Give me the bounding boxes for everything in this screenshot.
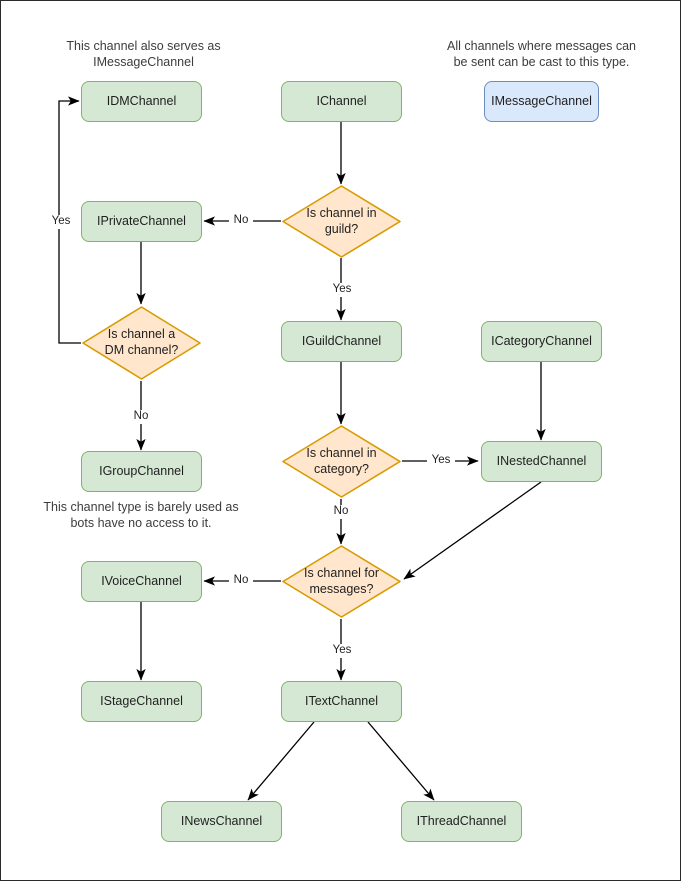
decision-is-channel-in-category[interactable]: Is channel in category?	[281, 424, 402, 499]
decision-label: Is channel in category?	[281, 424, 402, 499]
decision-line-1: Is channel for	[303, 565, 380, 580]
node-inews-channel[interactable]: INewsChannel	[161, 801, 282, 842]
diamond-shape	[82, 306, 201, 380]
node-iguild-channel[interactable]: IGuildChannel	[281, 321, 402, 362]
node-ivoice-channel[interactable]: IVoiceChannel	[81, 561, 202, 602]
edge-label-guild-no: No	[229, 214, 253, 228]
decision-line-1: Is channel in	[306, 445, 377, 460]
diamond-shape	[282, 545, 401, 618]
node-istage-channel[interactable]: IStageChannel	[81, 681, 202, 722]
edge-label-category-yes: Yes	[427, 454, 455, 468]
decision-is-channel-in-guild[interactable]: Is channel in guild?	[281, 184, 402, 259]
node-inested-channel[interactable]: INestedChannel	[481, 441, 602, 482]
node-igroup-channel[interactable]: IGroupChannel	[81, 451, 202, 492]
node-ichannel[interactable]: IChannel	[281, 81, 402, 122]
edge-inestedchannel-to-messages-decision	[403, 481, 542, 580]
decision-line-2: category?	[314, 461, 369, 476]
node-iprivate-channel[interactable]: IPrivateChannel	[81, 201, 202, 242]
decision-is-channel-a-dm-channel[interactable]: Is channel a DM channel?	[81, 305, 202, 381]
edge-label-messages-yes: Yes	[328, 644, 356, 658]
edge-label-dm-no: No	[129, 410, 153, 424]
edge-label-dm-yes: Yes	[47, 215, 75, 229]
edge-label-guild-yes: Yes	[328, 283, 356, 297]
decision-label: Is channel in guild?	[281, 184, 402, 259]
diamond-shape	[282, 425, 401, 498]
node-itext-channel[interactable]: ITextChannel	[281, 681, 402, 722]
edge-label-messages-no: No	[229, 574, 253, 588]
node-imessage-channel[interactable]: IMessageChannel	[484, 81, 599, 122]
note-group-channel: This channel type is barely used as bots…	[43, 500, 239, 531]
edge-label-category-no: No	[329, 505, 353, 519]
decision-line-2: guild?	[324, 221, 359, 236]
decision-label: Is channel for messages?	[281, 544, 402, 619]
edge-itextchannel-to-ithreadchannel	[367, 721, 435, 801]
decision-is-channel-for-messages[interactable]: Is channel for messages?	[281, 544, 402, 619]
decision-line-2: DM channel?	[104, 343, 179, 357]
decision-line-1: Is channel in	[306, 205, 377, 220]
edge-itextchannel-to-inewschannel	[247, 721, 315, 801]
decision-line-1: Is channel a	[107, 327, 176, 342]
node-idm-channel[interactable]: IDMChannel	[81, 81, 202, 122]
decision-line-2: messages?	[309, 581, 374, 596]
node-icategory-channel[interactable]: ICategoryChannel	[481, 321, 602, 362]
decision-label: Is channel a DM channel?	[81, 305, 202, 381]
diamond-shape	[282, 185, 401, 258]
node-ithread-channel[interactable]: IThreadChannel	[401, 801, 522, 842]
note-message-channel: All channels where messages can be sent …	[447, 39, 636, 70]
note-dm-channel: This channel also serves as IMessageChan…	[66, 39, 221, 70]
